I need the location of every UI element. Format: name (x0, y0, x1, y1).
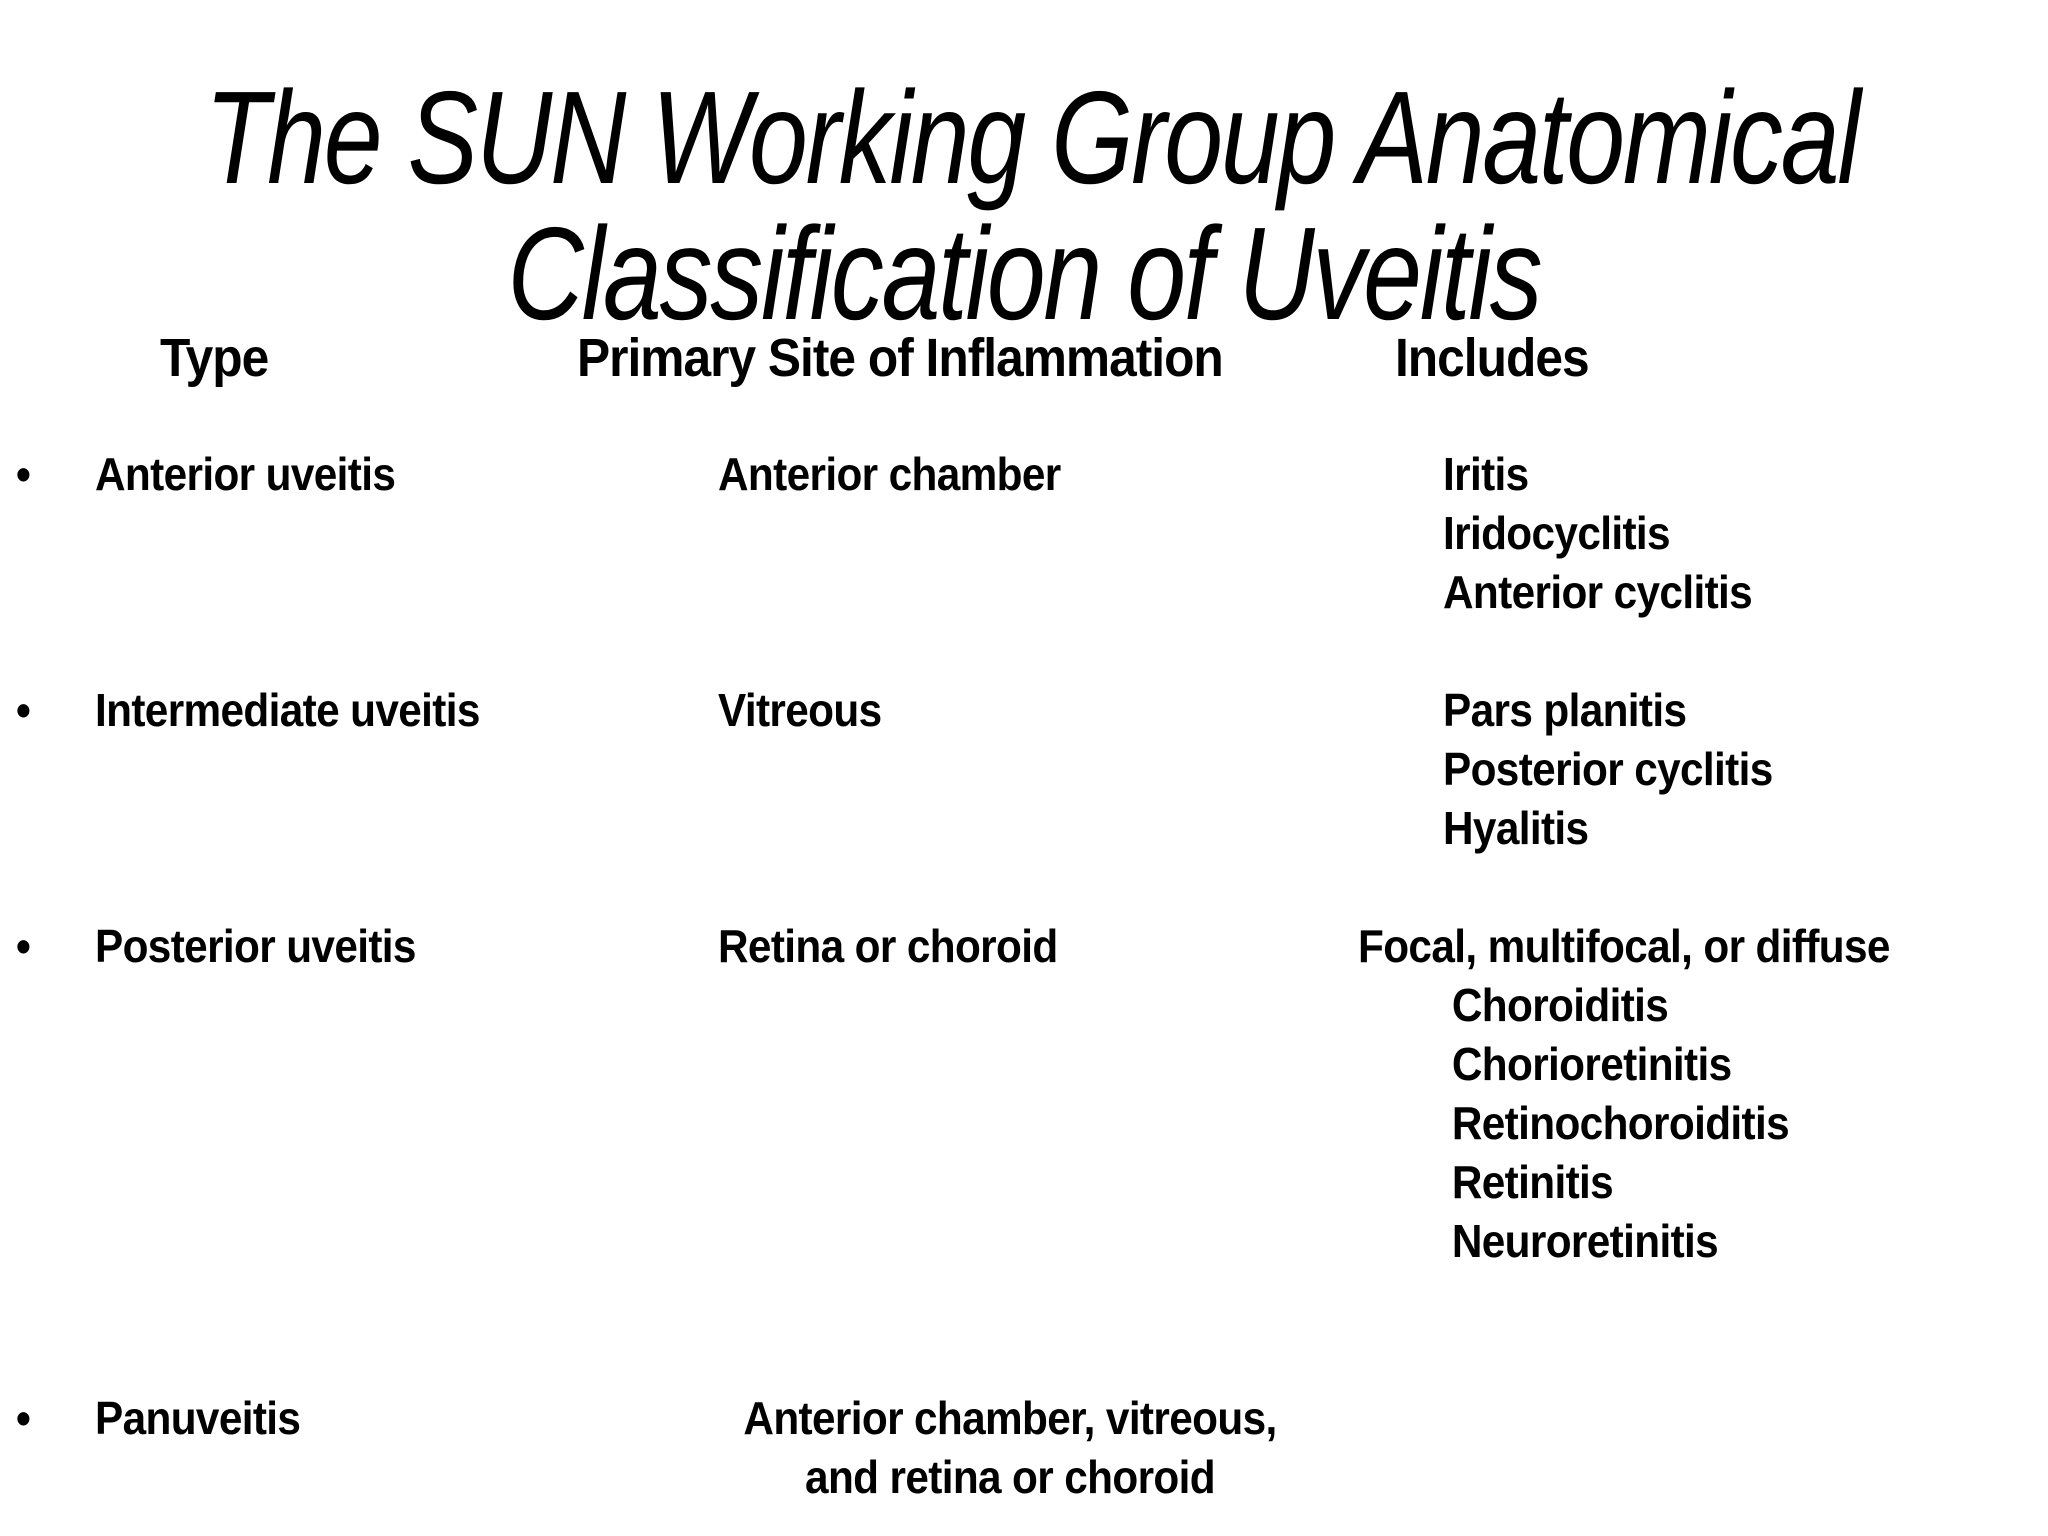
slide-title-line-1: The SUN Working Group Anatomical (204, 64, 1861, 211)
row-includes-item: Retinitis (1451, 1156, 1614, 1208)
row-primary-site-line: Retina or choroid (718, 920, 1058, 972)
row-primary-site: Vitreous (718, 681, 882, 740)
row-type-label: Intermediate uveitis (95, 684, 480, 736)
row-includes-item: Hyalitis (1443, 802, 1589, 854)
bullet-icon: • (16, 448, 31, 500)
row-primary-site: Retina or choroid (718, 917, 1058, 976)
row-type-label: Panuveitis (95, 1392, 301, 1444)
bullet-icon: • (16, 1392, 31, 1444)
slide-title: The SUN Working Group Anatomical Classif… (204, 64, 1861, 347)
row-primary-site-line: Anterior chamber, vitreous, (743, 1392, 1277, 1444)
row-primary-site-line: Anterior chamber (718, 448, 1061, 500)
row-includes-item: Iritis (1443, 448, 1529, 500)
column-header-type: Type (160, 328, 269, 388)
row-includes-item: Retinochoroiditis (1451, 1097, 1790, 1149)
row-includes-item: Pars planitis (1443, 684, 1687, 736)
row-type-label: Anterior uveitis (95, 448, 396, 500)
row-primary-site-line: Vitreous (718, 684, 882, 736)
row-primary-site-line: and retina or choroid (805, 1451, 1216, 1503)
slide-title-line-2: Classification of Uveitis (507, 200, 1543, 347)
row-type-label: Posterior uveitis (95, 920, 416, 972)
row-primary-site: Anterior chamber (718, 445, 1061, 504)
row-includes-item: Choroiditis (1451, 979, 1669, 1031)
row-includes-item: Anterior cyclitis (1443, 566, 1753, 618)
bullet-icon: • (16, 920, 31, 972)
row-includes-item: Neuroretinitis (1451, 1215, 1719, 1267)
row-includes-item: Iridocyclitis (1443, 507, 1671, 559)
row-primary-site: Anterior chamber, vitreous, and retina or… (725, 1389, 1295, 1507)
column-header-includes: Includes (1395, 328, 1590, 388)
bullet-icon: • (16, 684, 31, 736)
row-includes-item: Posterior cyclitis (1443, 743, 1773, 795)
row-includes-item: Chorioretinitis (1451, 1038, 1732, 1090)
column-header-primary-site: Primary Site of Inflammation (577, 328, 1224, 388)
row-includes-lead: Focal, multifocal, or diffuse (1358, 920, 1890, 972)
